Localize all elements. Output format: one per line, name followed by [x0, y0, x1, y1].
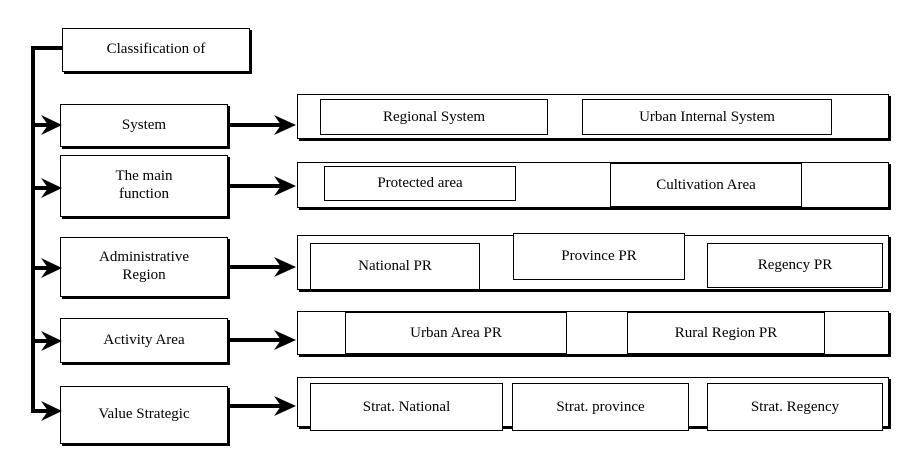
branch-arrow-admin-region	[31, 258, 62, 278]
category-box-main-function[interactable]: The main function	[60, 155, 228, 217]
flow-arrow-activity-area	[230, 330, 296, 350]
category-label-activity-area: Activity Area	[103, 331, 185, 348]
row-item-urban-internal-system[interactable]: Urban Internal System	[582, 99, 832, 135]
title-box-label: Classification of	[106, 41, 206, 58]
row-item-label: Cultivation Area	[656, 176, 756, 193]
flow-arrow-value-strategic	[230, 396, 296, 416]
row-item-label: Province PR	[561, 248, 637, 264]
row-item-label: Strat. province	[556, 398, 645, 415]
row-item-strat-regency[interactable]: Strat. Regency	[707, 383, 883, 431]
row-item-label: Protected area	[377, 175, 463, 191]
category-box-activity-area[interactable]: Activity Area	[60, 318, 228, 363]
row-item-label: Strat. National	[362, 398, 451, 415]
row-item-province-pr[interactable]: Province PR	[513, 233, 685, 280]
row-item-urban-area-pr[interactable]: Urban Area PR	[345, 312, 567, 354]
flow-arrow-system	[230, 115, 296, 135]
row-item-label: Strat. Regency	[750, 398, 840, 415]
category-label-system: System	[121, 116, 167, 133]
connector-spine	[31, 46, 35, 411]
flow-arrow-main-function	[230, 176, 296, 196]
row-item-strat-province[interactable]: Strat. province	[512, 383, 689, 431]
row-item-label: Regional System	[382, 108, 486, 125]
category-box-value-strategic[interactable]: Value Strategic	[60, 386, 228, 444]
row-item-label: Regency PR	[757, 257, 833, 273]
row-item-strat-national[interactable]: Strat. National	[310, 383, 503, 431]
category-label-main-function: The main function	[115, 168, 173, 202]
category-box-system[interactable]: System	[60, 104, 228, 147]
category-label-value-strategic: Value Strategic	[98, 406, 190, 423]
title-box: Classification of	[62, 28, 250, 72]
row-item-label: Urban Area PR	[410, 324, 502, 341]
flow-arrow-admin-region	[230, 257, 296, 277]
connector-to-title	[31, 46, 62, 50]
branch-arrow-system	[31, 115, 62, 135]
row-item-protected-area[interactable]: Protected area	[324, 166, 516, 201]
branch-arrow-main-function	[31, 178, 62, 198]
row-item-cultivation-area[interactable]: Cultivation Area	[610, 163, 802, 207]
row-item-rural-region-pr[interactable]: Rural Region PR	[627, 312, 825, 354]
category-box-admin-region[interactable]: Administrative Region	[60, 237, 228, 297]
branch-arrow-value-strategic	[31, 401, 62, 421]
category-label-admin-region: Administrative Region	[99, 249, 189, 283]
row-item-regency-pr[interactable]: Regency PR	[707, 243, 883, 288]
row-item-regional-system[interactable]: Regional System	[320, 99, 548, 135]
row-item-label: National PR	[358, 258, 432, 274]
row-item-label: Rural Region PR	[674, 324, 778, 341]
row-item-label: Urban Internal System	[639, 108, 775, 125]
branch-arrow-activity-area	[31, 331, 62, 351]
row-item-national-pr[interactable]: National PR	[310, 243, 480, 290]
